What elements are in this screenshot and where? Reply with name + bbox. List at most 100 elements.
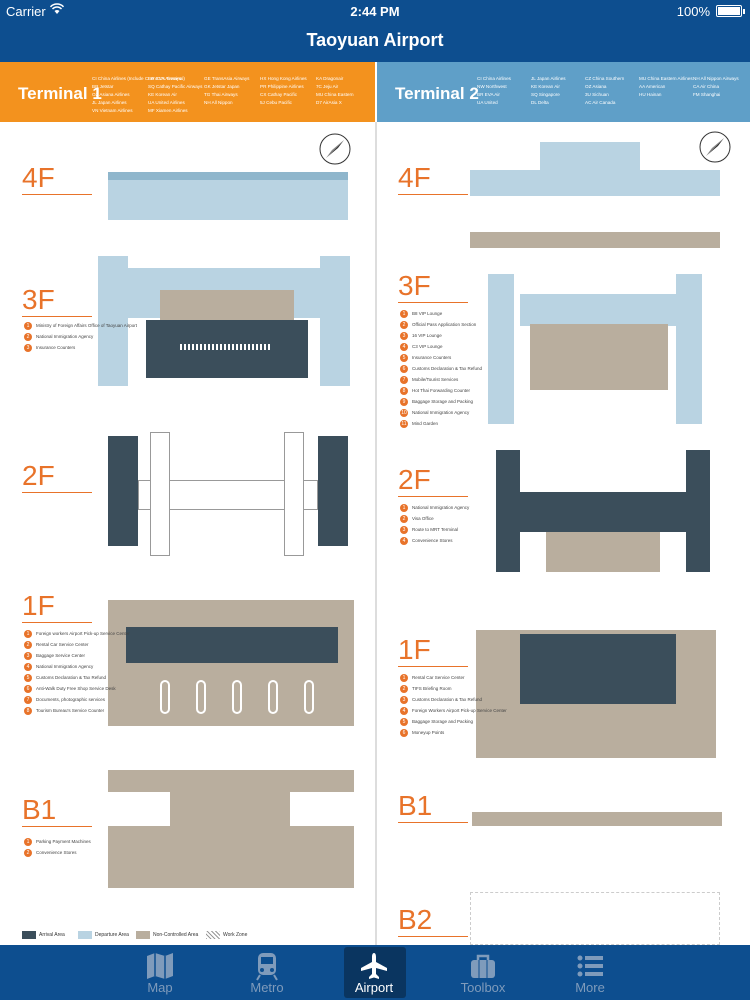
legend-text: B8 VIP Lounge xyxy=(412,311,443,316)
airline-entry: NW Northwest xyxy=(477,84,507,89)
t1-2f-right xyxy=(318,436,348,546)
legend-number: 5 xyxy=(400,354,408,362)
legend-item: 2 Visa Office xyxy=(400,515,434,523)
tab-airport[interactable]: Airport xyxy=(342,945,406,1000)
t1-1f-plan xyxy=(108,600,354,726)
t2-floor-3f: 3F xyxy=(398,270,431,301)
status-bar: Carrier 2:44 PM 100% xyxy=(0,0,750,22)
legend-item: 1 B8 VIP Lounge xyxy=(400,310,442,318)
legend-text: Rental Car Service Center xyxy=(412,675,465,680)
t2-floor-b2: B2 xyxy=(398,904,433,935)
airline-entry: GE TransAsia Airways xyxy=(204,76,250,81)
legend-text: National Immigration Agency xyxy=(36,664,94,669)
legend-number: 3 xyxy=(24,652,32,660)
legend-text: Tourism Bureau's Service Counter xyxy=(36,708,105,713)
legend-number: 1 xyxy=(24,630,32,638)
legend-number: 8 xyxy=(24,707,32,715)
t1-floor-1f: 1F xyxy=(22,590,55,621)
t2-floor-1f: 1F xyxy=(398,634,431,665)
legend-item: 1 Ministry of Foreign Affairs Office of T… xyxy=(24,322,137,330)
t2-b2-plan xyxy=(470,892,720,945)
legend-text: Customs Declaration & Tax Refund xyxy=(36,675,106,680)
legend-number: 5 xyxy=(24,674,32,682)
legend-number: 5 xyxy=(400,718,408,726)
tab-more[interactable]: More xyxy=(515,945,665,1000)
key-departure: Departure Area xyxy=(78,931,129,939)
t2-2f-right xyxy=(686,450,710,572)
airline-entry: UA United xyxy=(477,100,498,105)
legend-number: 3 xyxy=(400,696,408,704)
tab-toolbox[interactable]: Toolbox xyxy=(408,945,558,1000)
airline-entry: CZ China Southern xyxy=(585,76,625,81)
legend-number: 3 xyxy=(400,332,408,340)
tab-metro[interactable]: Metro xyxy=(192,945,342,1000)
airport-map[interactable]: Terminal 1 CI China Airlines (Include CI… xyxy=(0,62,750,945)
airline-entry: VN Vietnam Airlines xyxy=(92,108,133,113)
legend-text: Ministry of Foreign Affairs Office of Ta… xyxy=(36,323,138,328)
legend-text: Visa Office xyxy=(412,516,434,521)
t2-4f-plan xyxy=(470,170,720,196)
key-workzone: Work Zone xyxy=(206,931,247,939)
airline-entry: JL Japan Airlines xyxy=(92,100,127,105)
airline-entry: TG Thai Airways xyxy=(204,92,238,97)
airline-entry: NH All Nippon Airways xyxy=(693,76,739,81)
airline-entry: 7C Jeju Air xyxy=(316,84,339,89)
legend-number: 4 xyxy=(400,537,408,545)
airline-entry: OZ Asiana Airlines xyxy=(92,92,130,97)
tab-label: Map xyxy=(147,980,173,995)
legend-text: Insurance Counters xyxy=(412,355,452,360)
airline-entry: CI China Airlines xyxy=(477,76,511,81)
tab-label: Metro xyxy=(250,980,284,995)
legend-number: 4 xyxy=(400,707,408,715)
t2-b1-plan xyxy=(472,812,722,826)
legend-text: Route to MRT Terminal xyxy=(412,527,459,532)
legend-number: 1 xyxy=(400,310,408,318)
legend-text: Foreign Workers Airport Pick-up Service … xyxy=(412,708,507,713)
legend-text: Moneyup Points xyxy=(412,730,445,735)
airline-entry: KE Korean Air xyxy=(148,92,177,97)
legend-text: Baggage Storage and Packing xyxy=(412,399,474,404)
terminal1-header: Terminal 1 CI China Airlines (Include CI… xyxy=(0,62,375,122)
legend-text: Anti-Walk Duty Free Shop Service Desk xyxy=(36,686,116,691)
tab-map[interactable]: Map xyxy=(85,945,235,1000)
airline-entry: GK Jetstar Japan xyxy=(204,84,240,89)
airline-entry: D7 AirAsia X xyxy=(316,100,342,105)
airline-entry: MU China Eastern Airlines xyxy=(639,76,693,81)
legend-item: 4 Convenience Stores xyxy=(400,537,453,545)
t1-3f-concourse-right xyxy=(320,256,350,386)
airline-entry: AC Air Canada xyxy=(585,100,616,105)
legend-number: 11 xyxy=(400,420,408,428)
airline-entry: FM Shanghai xyxy=(693,92,721,97)
legend-text: Rental Car Service Center xyxy=(36,642,89,647)
list-icon xyxy=(577,955,603,977)
legend-item: 2 Rental Car Service Center xyxy=(24,641,89,649)
legend-number: 7 xyxy=(400,376,408,384)
legend-number: 10 xyxy=(400,409,408,417)
airline-entry: HX Hong Kong Airlines xyxy=(260,76,307,81)
legend-text: Documents, photographic services xyxy=(36,697,106,702)
compass-icon xyxy=(319,133,351,165)
t2-3f-right xyxy=(676,274,702,424)
t1-floor-2f: 2F xyxy=(22,460,55,491)
legend-text: Convenience Stores xyxy=(412,538,453,543)
legend-number: 2 xyxy=(400,515,408,523)
airline-entry: PR Philippine Airlines xyxy=(260,84,304,89)
legend-number: 8 xyxy=(400,387,408,395)
legend-number: 2 xyxy=(24,641,32,649)
t1-floor-4f: 4F xyxy=(22,162,55,193)
legend-number: 1 xyxy=(24,322,32,330)
train-icon xyxy=(256,953,278,981)
airline-entry: 3U Sichuan xyxy=(585,92,609,97)
